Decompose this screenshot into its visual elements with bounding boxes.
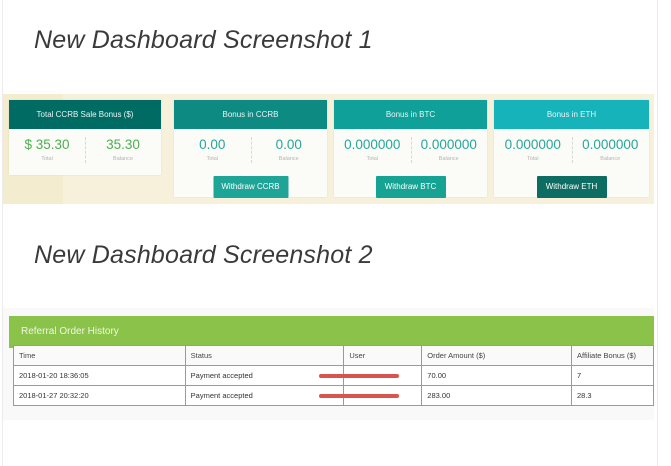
table-row: 2018-01-27 20:32:20 Payment accepted 283…: [13, 385, 654, 406]
redacted-user-mark: [319, 394, 400, 399]
total-value: 0.00: [199, 137, 226, 152]
heading-screenshot-2: New Dashboard Screenshot 2: [34, 241, 373, 269]
value-divider: [85, 137, 86, 163]
total-value: 0.000000: [504, 137, 561, 152]
card-total-sale-bonus: Total CCRB Sale Bonus ($) $ 35.30 35.30 …: [9, 100, 161, 175]
card-title: Total CCRB Sale Bonus ($): [9, 100, 161, 129]
balance-label: Balance: [438, 156, 459, 162]
value-divider: [410, 137, 412, 163]
total-value: 0.000000: [344, 137, 401, 152]
balance-label: Balance: [278, 156, 299, 162]
total-label: Total: [366, 156, 379, 162]
column-header-order-amount: Order Amount ($): [421, 345, 572, 366]
column-header-status: Status: [184, 345, 345, 366]
table-header-row: Time Status User Order Amount ($) Affili…: [13, 345, 654, 366]
cell-order-amount: 70.00: [421, 365, 572, 386]
cell-user: [319, 385, 423, 406]
total-value: $ 35.30: [24, 137, 70, 152]
table-row: 2018-01-20 18:36:05 Payment accepted 70.…: [13, 365, 654, 386]
balance-value: 0.00: [275, 137, 302, 152]
value-divider: [571, 137, 573, 163]
balance-value: 0.000000: [582, 137, 639, 152]
column-header-time: Time: [13, 345, 186, 366]
cell-user: [319, 365, 423, 386]
withdraw-eth-button[interactable]: Withdraw ETH: [536, 176, 607, 198]
column-header-user: User: [343, 345, 423, 366]
card-bonus-ccrb: Bonus in CCRB 0.00 0.00 Total Balance Wi…: [174, 100, 327, 198]
withdraw-btc-button[interactable]: Withdraw BTC: [375, 176, 446, 198]
cell-time: 2018-01-27 20:32:20: [13, 385, 186, 406]
value-divider: [250, 137, 252, 163]
card-bonus-eth: Bonus in ETH 0.000000 0.000000 Total Bal…: [494, 100, 649, 198]
card-title: Bonus in BTC: [334, 100, 487, 129]
card-title: Bonus in CCRB: [174, 100, 327, 129]
heading-screenshot-1: New Dashboard Screenshot 1: [34, 26, 373, 54]
redacted-user-mark: [319, 374, 400, 379]
balance-label: Balance: [113, 156, 133, 162]
withdraw-ccrb-button[interactable]: Withdraw CCRB: [213, 176, 288, 198]
balance-value: 0.000000: [420, 137, 477, 152]
total-label: Total: [41, 156, 53, 162]
card-bonus-btc: Bonus in BTC 0.000000 0.000000 Total Bal…: [334, 100, 487, 198]
dashboard-screenshot-2: Referral Order History Time Status User …: [3, 308, 654, 420]
balance-label: Balance: [600, 156, 621, 162]
cell-time: 2018-01-20 18:36:05: [13, 365, 186, 386]
page-border-right: [657, 0, 658, 466]
total-label: Total: [526, 156, 539, 162]
total-label: Total: [206, 156, 219, 162]
cell-order-amount: 283.00: [421, 385, 572, 406]
dashboard-screenshot-1: Total CCRB Sale Bonus ($) $ 35.30 35.30 …: [3, 94, 654, 204]
cell-affiliate-bonus: 7: [571, 365, 654, 386]
cell-affiliate-bonus: 28.3: [571, 385, 654, 406]
card-title: Bonus in ETH: [494, 100, 649, 129]
page-border-left: [2, 0, 3, 466]
column-header-affiliate-bonus: Affiliate Bonus ($): [571, 345, 654, 366]
referral-history-header: Referral Order History: [9, 316, 654, 348]
referral-order-table: Time Status User Order Amount ($) Affili…: [13, 345, 654, 406]
balance-value: 35.30: [106, 137, 140, 152]
